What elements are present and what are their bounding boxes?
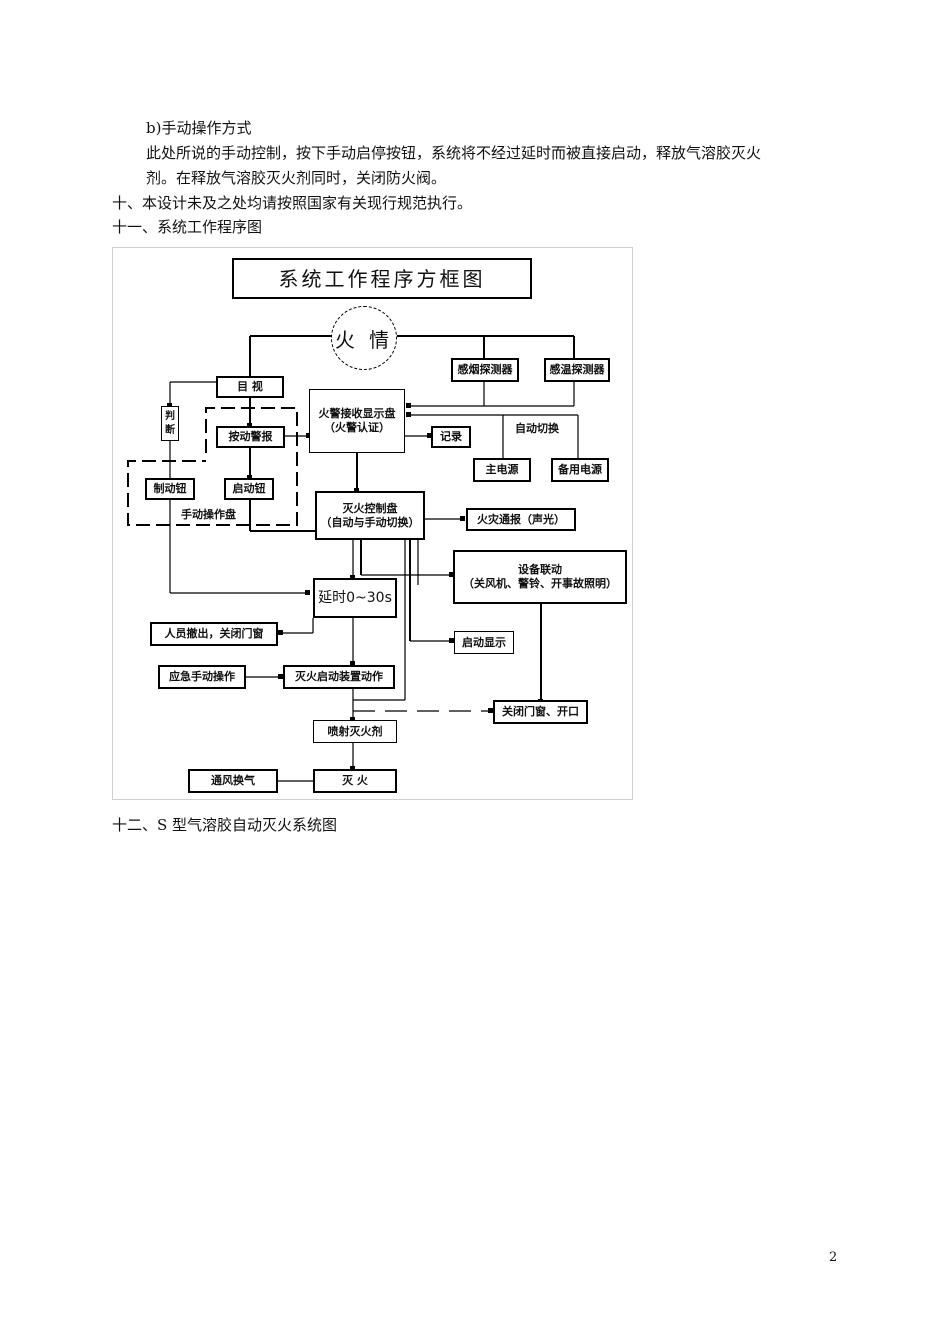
- section-eleven-heading: 十一、系统工作程序图: [112, 218, 263, 236]
- label-manual-panel: 手动操作盘: [181, 506, 236, 522]
- node-stop-button: 制动钮: [145, 478, 195, 500]
- section-ten: 十、本设计未及之处均请按照国家有关现行规范执行。: [112, 194, 473, 212]
- node-main-power: 主电源: [473, 458, 531, 482]
- fire-alarm-panel-sublabel: （火警认证）: [324, 421, 390, 434]
- node-start-button: 启动钮: [224, 478, 274, 500]
- node-start-display: 启动显示: [454, 631, 514, 654]
- system-flowchart-figure: 系统工作程序方框图 火 情 感烟探测器 感温探测器 目 视 判 断 按动警报 火…: [112, 247, 633, 800]
- label-auto-switch: 自动切换: [515, 420, 559, 436]
- node-record: 记录: [431, 426, 471, 448]
- node-control-panel: 灭火控制盘 （自动与手动切换）: [315, 491, 425, 540]
- section-twelve-heading: 十二、S 型气溶胶自动灭火系统图: [112, 816, 338, 834]
- paragraph-manual-control: 此处所说的手动控制，按下手动启停按钮，系统将不经过延时而被直接启动，释放气溶胶灭…: [146, 144, 762, 162]
- node-equipment-linkage: 设备联动 （关风机、警铃、开事故照明）: [453, 550, 627, 604]
- node-alarm-button: 按动警报: [216, 426, 285, 448]
- node-sound-light-alarm: 火灾通报（声光）: [466, 508, 576, 531]
- control-panel-label: 灭火控制盘: [342, 501, 398, 515]
- node-spray: 喷射灭火剂: [313, 720, 397, 743]
- node-fire-alarm-panel: 火警接收显示盘 （火警认证）: [309, 389, 405, 453]
- node-close-door: 关闭门窗、开口: [493, 700, 588, 724]
- page-number: 2: [829, 1250, 838, 1265]
- node-visual: 目 视: [216, 376, 284, 398]
- node-judge: 判 断: [161, 406, 179, 441]
- diagram-title: 系统工作程序方框图: [232, 258, 532, 299]
- node-onsite-manual: 应急手动操作: [158, 665, 246, 689]
- paragraph-manual-control-cont: 剂。在释放气溶胶灭火剂同时，关闭防火阀。: [146, 169, 447, 187]
- node-smoke-detector: 感烟探测器: [451, 358, 519, 382]
- node-heat-detector: 感温探测器: [544, 358, 610, 382]
- flowchart-connectors: [127, 335, 579, 782]
- section-heading-manual-mode: b)手动操作方式: [146, 119, 252, 137]
- node-device-action: 灭火启动装置动作: [283, 665, 395, 689]
- equipment-linkage-label: 设备联动: [518, 563, 562, 576]
- node-backup-power: 备用电源: [551, 458, 609, 482]
- fire-alarm-panel-label: 火警接收显示盘: [318, 407, 396, 420]
- equipment-linkage-sublabel: （关风机、警铃、开事故照明）: [463, 577, 617, 590]
- node-extinguish: 灭 火: [313, 769, 397, 793]
- node-ventilate: 通风换气: [188, 769, 278, 793]
- node-evacuate: 人员撤出，关闭门窗: [150, 622, 278, 646]
- node-fire: 火 情: [331, 306, 397, 370]
- node-delay: 延时0~30s: [313, 578, 397, 618]
- control-panel-sublabel: （自动与手动切换）: [320, 515, 420, 529]
